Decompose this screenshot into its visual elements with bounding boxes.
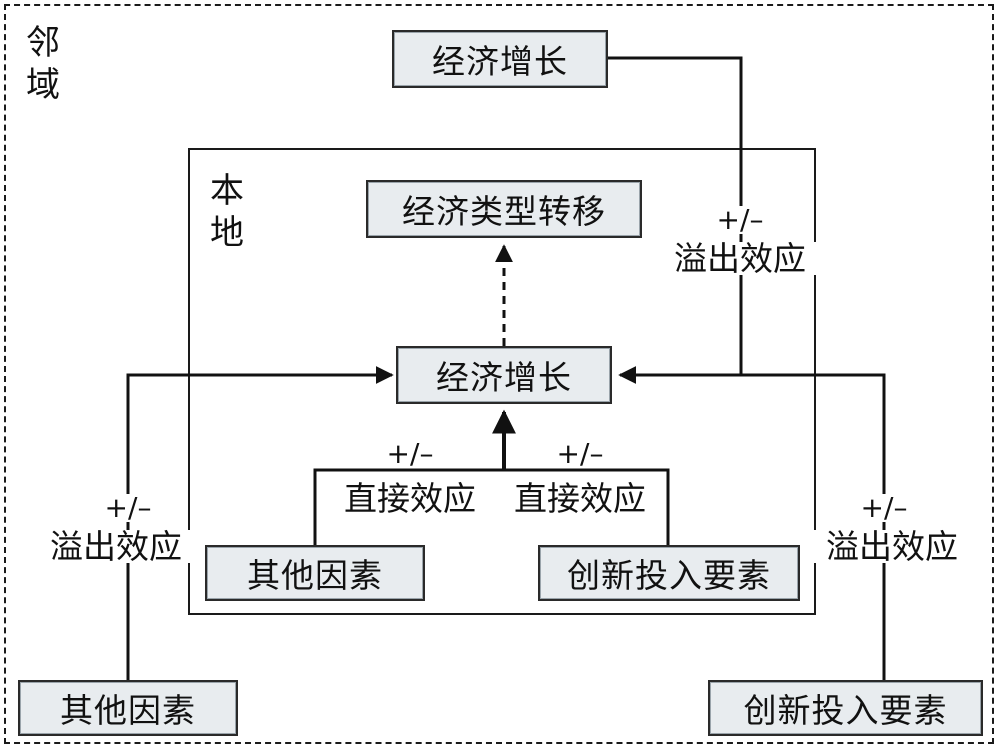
neighbor-region-label: 邻 域 — [26, 22, 66, 106]
neighbor-other-node: 其他因素 — [18, 680, 238, 736]
spillover-arrow-neighbor-other — [126, 366, 394, 680]
neighbor-region-char-2: 域 — [26, 65, 60, 105]
local-innov-node: 创新投入要素 — [538, 545, 800, 601]
neighbor-region-char-1: 邻 — [26, 23, 60, 63]
spillover-label-right: 溢出效应 — [812, 530, 972, 563]
spillover-arrow-neighbor-innov — [741, 373, 886, 680]
direct-sign-right: +/– — [556, 437, 604, 470]
spillover-label-left: 溢出效应 — [36, 530, 196, 563]
transfer-node: 经济类型转移 — [366, 180, 642, 238]
neighbor-innov-node: 创新投入要素 — [708, 680, 983, 736]
spillover-sign-top: +/– — [705, 206, 775, 234]
local-region-label: 本 地 — [210, 170, 250, 254]
spillover-sign-right: +/– — [849, 494, 919, 522]
direct-label-right: 直接效应 — [500, 482, 660, 515]
direct-label-left: 直接效应 — [330, 482, 490, 515]
spillover-label-top: 溢出效应 — [660, 242, 820, 275]
local-region-char-1: 本 — [210, 171, 244, 211]
local-other-node: 其他因素 — [205, 545, 425, 601]
spillover-sign-left: +/– — [93, 494, 163, 522]
direct-sign-left: +/– — [386, 437, 434, 470]
local-region-char-2: 地 — [210, 213, 244, 253]
direct-effect-connector — [313, 468, 670, 545]
neighbor-growth-node: 经济增长 — [392, 30, 608, 88]
local-region-frame — [188, 148, 816, 615]
local-growth-node: 经济增长 — [396, 346, 612, 404]
neighbor-region-frame — [4, 4, 994, 744]
